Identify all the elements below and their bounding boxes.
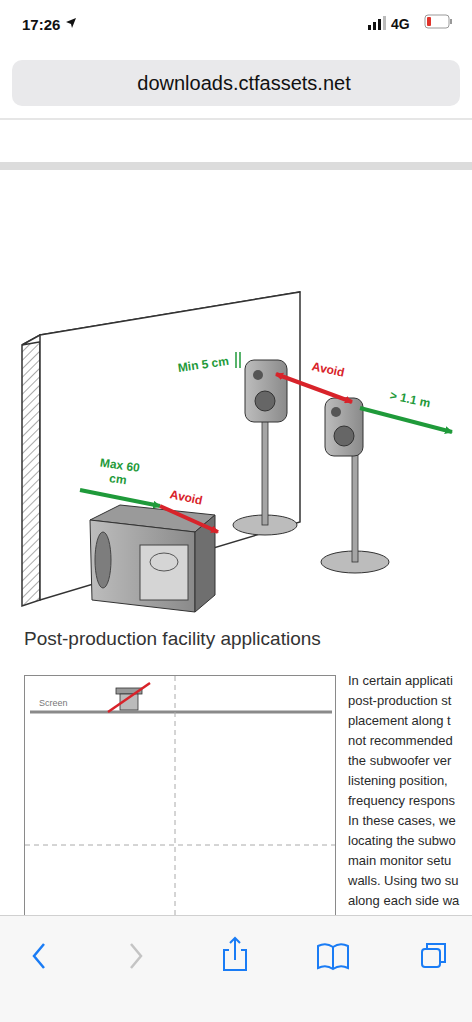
body-text: post-production st [348,694,451,709]
network-type: 4G [391,16,410,32]
body-text: along each side wa [348,894,459,909]
browser-toolbar [0,915,472,1022]
body-text: main monitor setu [348,854,451,869]
body-text: locating the subwo [348,834,456,849]
body-text: frequency respons [348,794,455,809]
page-gap [0,162,472,170]
url-bar: downloads.ctfassets.net [12,60,460,106]
page-edge [0,118,472,120]
body-text: In these cases, we [348,814,456,829]
body-text: not recommended [348,734,453,749]
distance-arrow [80,490,160,506]
warning-label: Avoid [311,360,346,380]
distance-arrow [360,408,452,432]
avoid-arrow [160,506,218,532]
wall [22,292,300,606]
body-text: the subwoofer ver [348,754,451,769]
toolbar-icons [0,916,472,1022]
screen-label: Screen [39,698,68,708]
url-text: downloads.ctfassets.net [137,72,350,95]
monitor-left [233,360,297,535]
plan-frame: Screen [24,675,336,935]
section-heading: Post-production facility applications [24,628,321,650]
body-text: listening position, [348,774,448,789]
monitor-right [321,398,389,573]
gap-marker [236,352,240,368]
plan-view [25,676,335,915]
dimension-label: > 1.1 m [389,389,432,411]
body-text: In certain applicati [348,674,453,689]
body-text: placement along t [348,714,451,729]
body-text: walls. Using two su [348,874,459,889]
clock: 17:26 [22,16,60,33]
